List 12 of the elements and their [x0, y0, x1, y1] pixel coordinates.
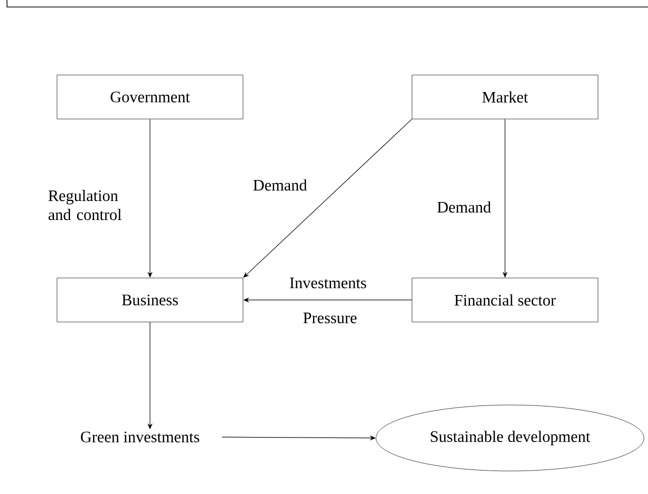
- edge-label: Demand: [253, 179, 307, 191]
- process-box: Government: [56, 74, 244, 120]
- process-box: Financial sector: [412, 278, 598, 322]
- edge-label: Investments: [290, 278, 366, 288]
- process-box: Market: [412, 74, 598, 120]
- ellipse-node: Sustainable development: [376, 404, 644, 472]
- process-box: Business: [56, 278, 244, 322]
- edge-label: Regulation and control: [48, 190, 122, 220]
- node-text: Green investments: [80, 432, 200, 442]
- edge-label: Demand: [437, 201, 491, 213]
- arrow: [243, 118, 412, 278]
- text-label: Pressure: [303, 312, 357, 324]
